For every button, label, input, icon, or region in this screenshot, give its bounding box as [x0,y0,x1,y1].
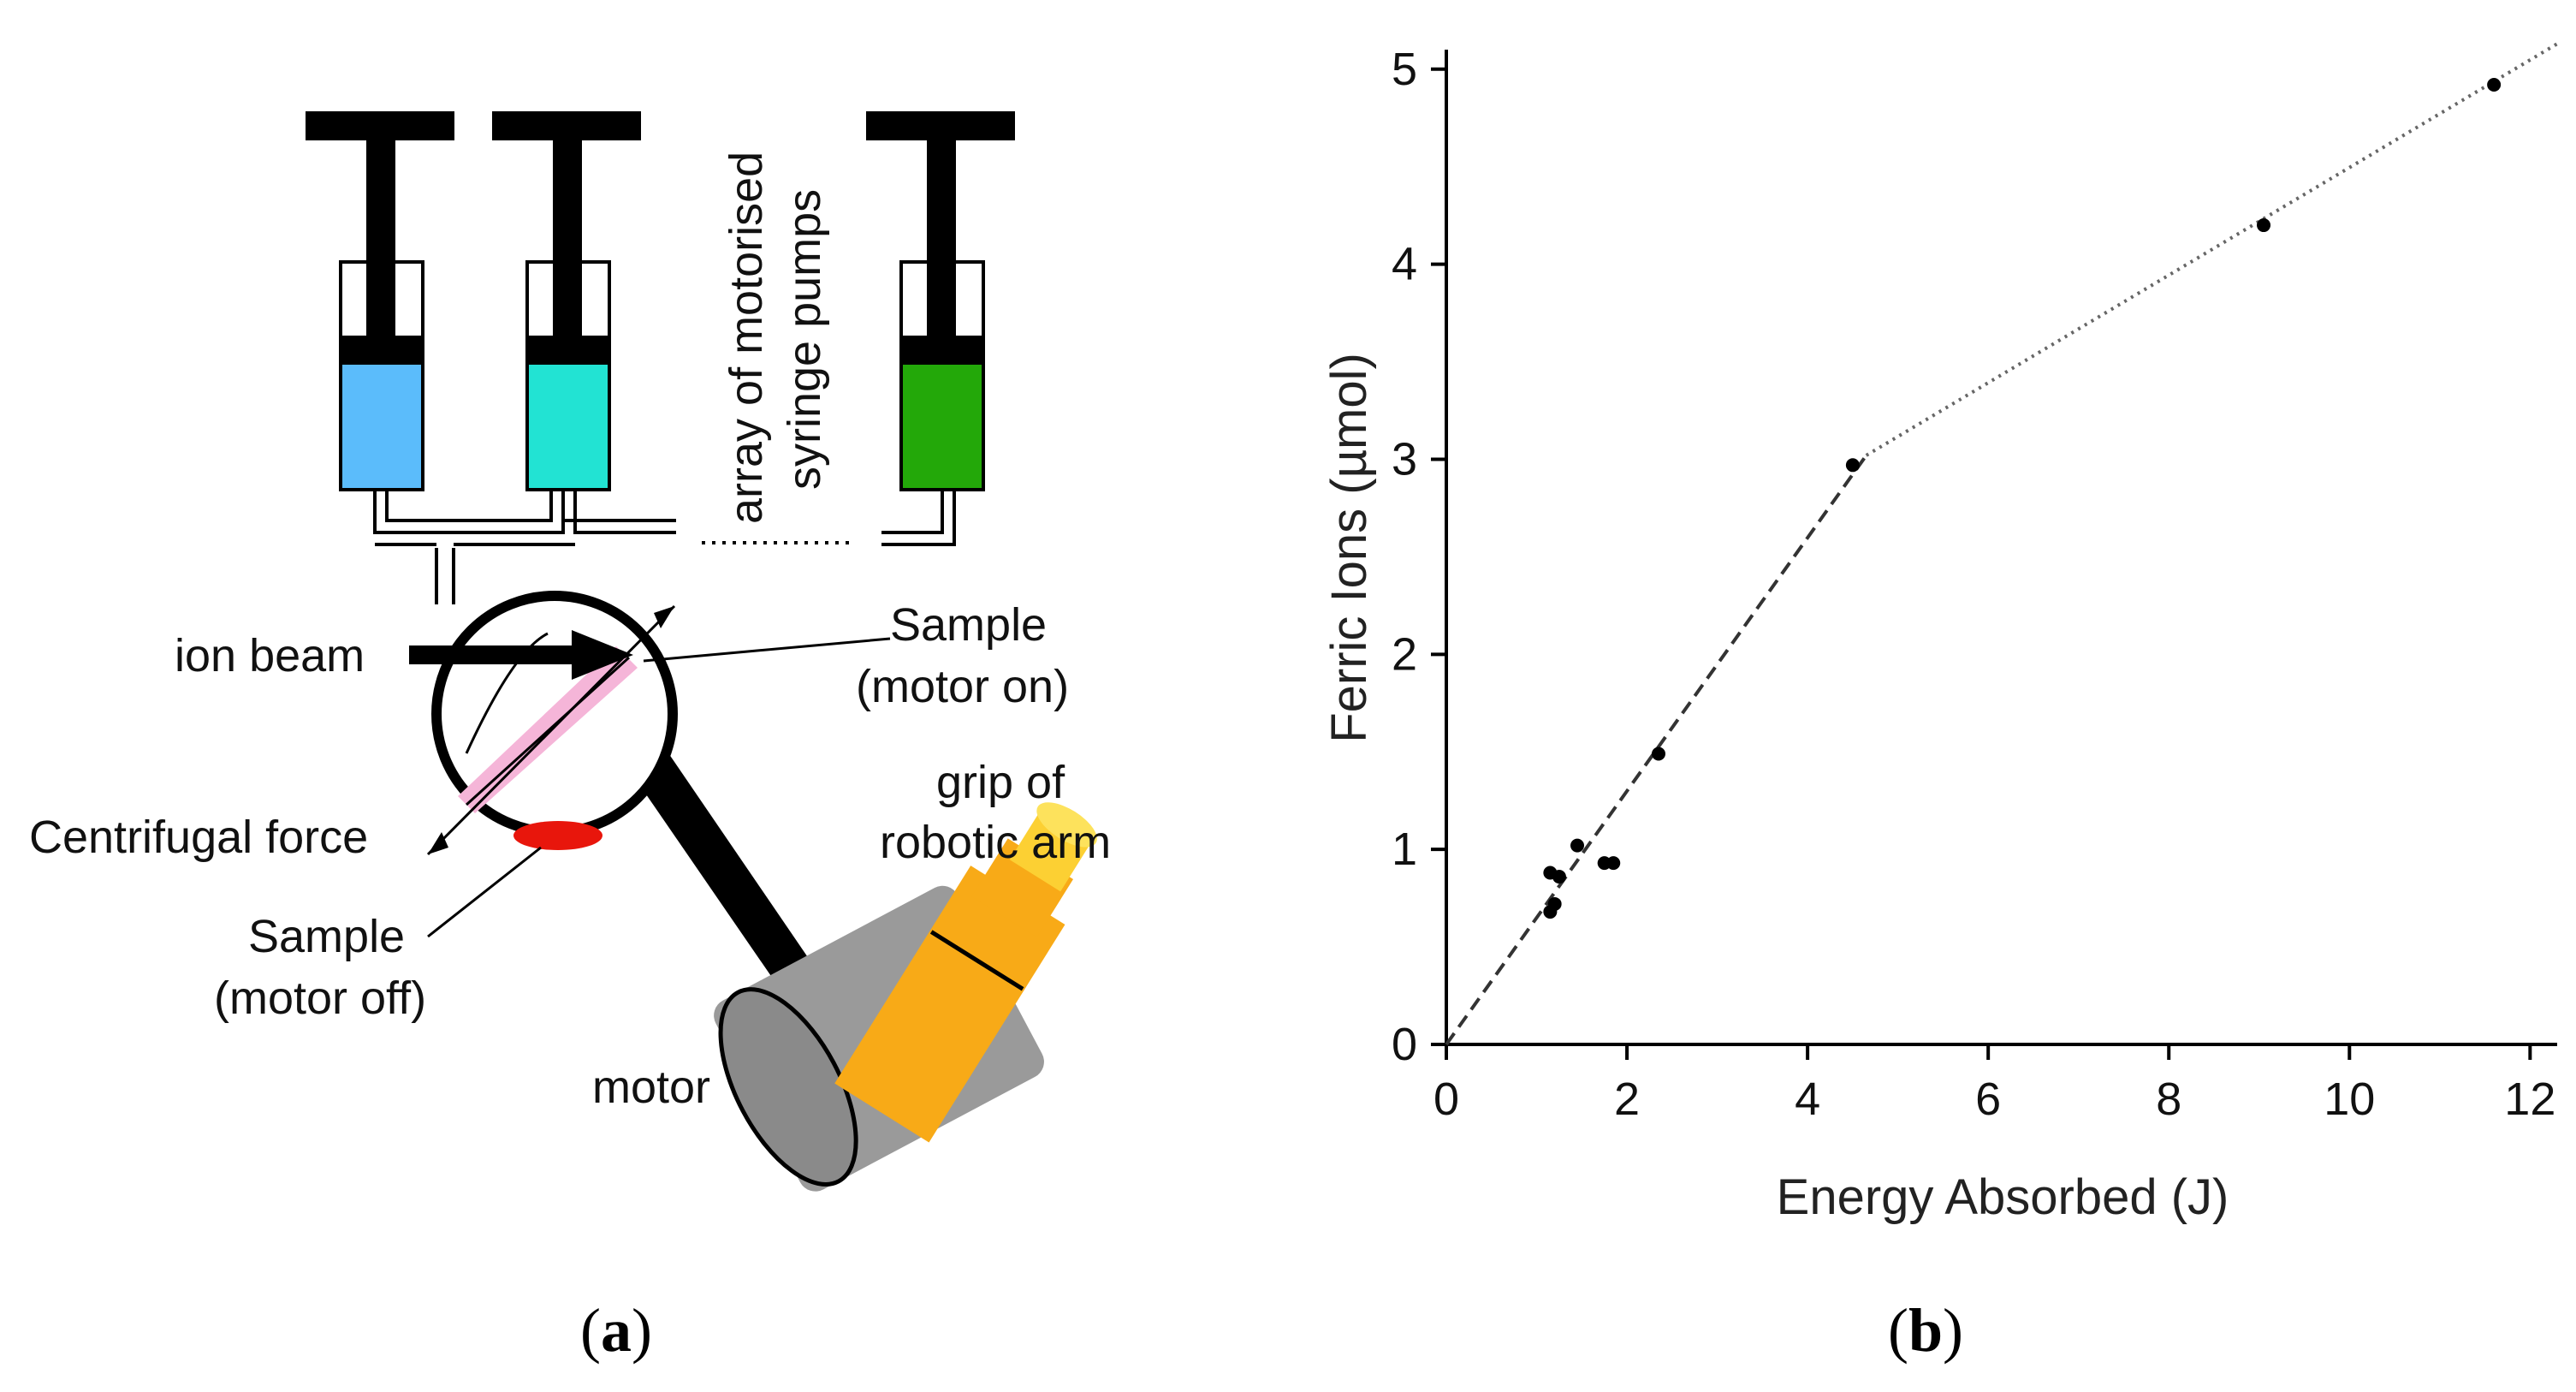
fit-line-dashed [1445,454,1868,1046]
y-tick-label: 5 [1392,44,1417,95]
y-tick-label: 0 [1392,1019,1417,1070]
data-points [1543,78,2502,919]
y-tick-label: 2 [1392,628,1417,680]
x-tick-label: 8 [2156,1074,2181,1125]
ion-beam-label: ion beam [175,630,365,681]
syringe-pump-2 [492,111,641,491]
panel-a-schematic: array of motorised syringe pumps [29,111,1111,1365]
y-tick-label: 3 [1392,433,1417,485]
sample-off-label-line1: Sample [248,911,405,962]
syringe-fluid-2 [529,365,608,488]
syringe-pump-1 [306,111,454,491]
sample-off-label-line2: (motor off) [214,973,426,1024]
data-point [1606,856,1621,871]
data-point [2487,78,2502,92]
x-tick-label: 10 [2324,1074,2375,1125]
data-point [1570,838,1585,853]
grip-label-line1: grip of [936,757,1065,808]
sample-holder-arm [618,724,815,995]
syringe-fluid-3 [903,365,982,488]
x-axis-title: Energy Absorbed (J) [1777,1169,2229,1225]
x-tick-label: 12 [2504,1074,2555,1125]
sample-on-label-line2: (motor on) [856,661,1069,712]
fit-line-dotted [1865,42,2559,457]
y-ticks: 0 1 2 3 4 5 [1392,44,1446,1070]
panel-a-caption: (a) [580,1296,652,1365]
x-tick-label: 4 [1795,1074,1820,1125]
ion-beam-arrow [409,630,633,754]
array-label-line1: array of motorised [721,152,772,524]
rotation-arrow [426,604,676,856]
array-label-line2: syringe pumps [779,189,830,490]
data-point [2257,218,2271,233]
grip-label-line2: robotic arm [880,817,1111,868]
centrifugal-force-label: Centrifugal force [29,812,368,863]
sample-drop-motor-off [513,821,602,850]
data-point [1547,896,1562,911]
data-point [1845,458,1860,473]
x-ticks: 0 2 4 6 8 10 12 [1433,1044,2555,1125]
tubing [373,490,956,604]
data-point [1651,747,1665,761]
syringe-fluid-1 [342,365,421,488]
y-tick-label: 4 [1392,239,1417,290]
syringe-pump-3 [866,111,1015,491]
data-point [1552,870,1566,884]
x-tick-label: 2 [1614,1074,1640,1125]
robotic-grip [834,802,1097,1143]
fit-lines [1445,42,2559,1046]
x-tick-label: 0 [1433,1074,1459,1125]
motor-label: motor [592,1062,710,1113]
x-tick-label: 6 [1975,1074,2001,1125]
y-axis-title: Ferric Ions (µmol) [1321,353,1377,743]
panel-b-caption: (b) [1888,1296,1963,1365]
y-tick-label: 1 [1392,824,1417,875]
sample-on-label-line1: Sample [890,599,1047,651]
